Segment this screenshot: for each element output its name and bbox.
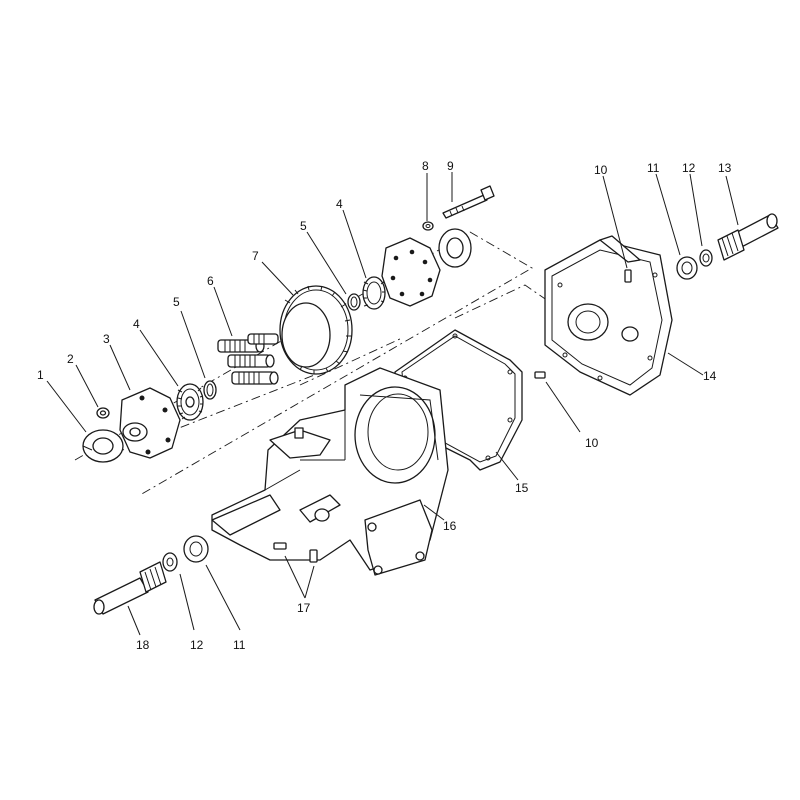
- part-bushing-11-right: [676, 256, 698, 280]
- callout-12b: 12: [190, 638, 204, 652]
- part-gear-4-right: [362, 276, 386, 310]
- callout-2: 2: [67, 352, 74, 366]
- leader-lines: [46, 172, 739, 636]
- part-dowel-10-upper: [624, 269, 632, 283]
- callout-3: 3: [103, 332, 110, 346]
- callout-8: 8: [422, 159, 429, 173]
- callout-4b: 4: [336, 197, 343, 211]
- part-pins-17: [273, 542, 318, 563]
- callout-17: 17: [297, 601, 311, 615]
- part-bolt-9: [442, 185, 495, 219]
- callout-9: 9: [447, 159, 454, 173]
- part-shaft-13: [717, 213, 779, 261]
- part-ring-gear-7: [279, 285, 353, 375]
- callout-10a: 10: [594, 163, 608, 177]
- part-washer-12-left: [162, 552, 178, 572]
- callout-4a: 4: [133, 317, 140, 331]
- part-dowel-10-lower: [534, 371, 546, 379]
- callout-1: 1: [37, 368, 44, 382]
- callout-11a: 11: [647, 161, 660, 175]
- part-planet-gears-6: [217, 333, 279, 385]
- callout-18: 18: [136, 638, 150, 652]
- part-bushing-11-left: [183, 535, 209, 563]
- part-gear-4-left: [176, 383, 204, 421]
- callout-13: 13: [718, 161, 732, 175]
- callout-11b: 11: [233, 638, 246, 652]
- part-housing-16: [211, 367, 449, 576]
- part-nut-2: [96, 407, 110, 419]
- part-carrier-plate: [381, 237, 441, 307]
- part-seal-upper: [438, 228, 472, 268]
- part-washer-12-right: [699, 249, 713, 267]
- callout-15: 15: [515, 481, 529, 495]
- part-snap-ring-5-right: [347, 293, 361, 311]
- callout-10b: 10: [585, 436, 599, 450]
- callout-5b: 5: [300, 219, 307, 233]
- callout-16: 16: [443, 519, 457, 533]
- callout-12a: 12: [682, 161, 696, 175]
- part-shaft-18: [93, 561, 167, 615]
- callouts: 1 2 3 4 5 6 7 5 4 8 9 10 11 12 13 14 10 …: [37, 159, 732, 652]
- part-carrier-3: [119, 387, 181, 459]
- part-washer-8: [422, 221, 434, 231]
- callout-14: 14: [703, 369, 717, 383]
- callout-5a: 5: [173, 295, 180, 309]
- callout-7: 7: [252, 249, 259, 263]
- part-seal-1: [82, 429, 124, 463]
- callout-6: 6: [207, 274, 214, 288]
- part-snap-ring-5-left: [203, 380, 217, 400]
- part-cover-14: [544, 235, 673, 396]
